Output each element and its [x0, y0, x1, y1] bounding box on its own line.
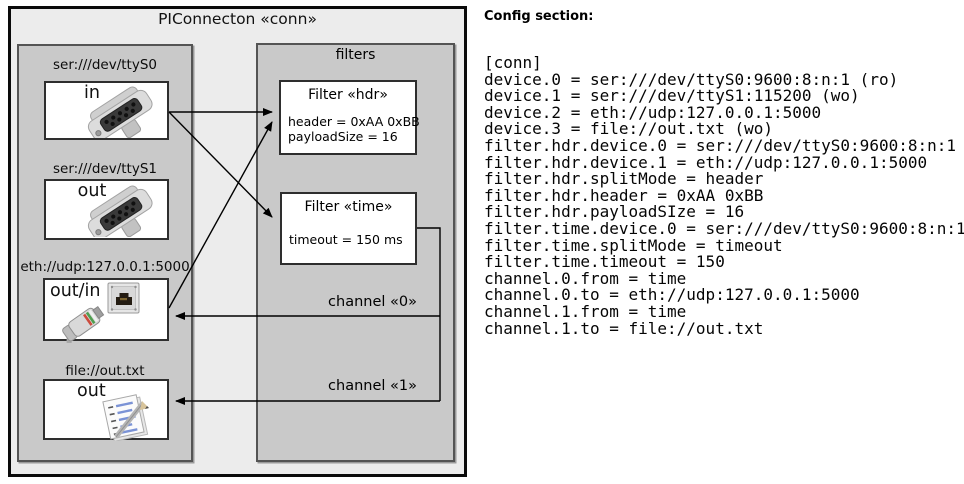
config-line: channel.0.from = time — [484, 268, 687, 288]
serial-db9-connector-icon — [87, 86, 153, 138]
filter-hdr-box: Filter «hdr» header = 0xAA 0xBB payloadS… — [279, 80, 420, 155]
filter-time-box: Filter «time» timeout = 150 ms — [280, 192, 417, 265]
filter-hdr-prop-header: header = 0xAA 0xBB — [288, 114, 420, 129]
config-line: channel.1.from = time — [484, 301, 687, 321]
filters-panel-title: filters — [335, 47, 376, 63]
device-direction: out/in — [50, 281, 101, 301]
config-heading: Config section: — [484, 9, 594, 24]
config-line: device.3 = file://out.txt (wo) — [484, 119, 773, 139]
channel-0-label: channel «0» — [328, 294, 417, 310]
diagram-title: PIConnecton «conn» — [158, 10, 317, 28]
device-label-eth: eth://udp:127.0.0.1:5000 — [20, 259, 190, 275]
config-line: filter.hdr.splitMode = header — [484, 169, 764, 189]
device-box-file: out — [43, 379, 169, 441]
config-line: channel.0.to = eth://udp:127.0.0.1:5000 — [484, 285, 860, 305]
config-line: channel.1.to = file://out.txt — [484, 318, 764, 338]
config-line: filter.time.timeout = 150 — [484, 252, 725, 272]
config-line: device.1 = ser:///dev/ttyS1:115200 (wo) — [484, 86, 860, 106]
filter-time-title: Filter «time» — [304, 199, 393, 215]
config-line: [conn] — [484, 53, 542, 72]
device-direction: out — [77, 181, 107, 201]
config-line: filter.hdr.payloadSIze = 16 — [484, 202, 745, 222]
device-box-ttys1: out — [44, 179, 169, 240]
device-label-file: file://out.txt — [65, 363, 145, 379]
config-section: Config section: [conn] device.0 = ser://… — [484, 8, 964, 338]
filter-hdr-title: Filter «hdr» — [308, 87, 388, 103]
serial-db9-connector-icon — [87, 185, 153, 237]
device-box-eth: out/in — [43, 278, 169, 343]
device-direction: in — [83, 83, 100, 103]
config-line: device.0 = ser:///dev/ttyS0:9600:8:n:1 (… — [484, 69, 899, 89]
config-line: filter.time.splitMode = timeout — [484, 235, 783, 255]
device-label-ttys0: ser:///dev/ttyS0 — [53, 57, 157, 73]
notepad-pencil-icon — [102, 394, 149, 441]
ethernet-plug-icon — [62, 306, 105, 343]
config-line: device.2 = eth://udp:127.0.0.1:5000 — [484, 102, 822, 122]
device-box-ttys0: in — [44, 81, 169, 140]
config-line: filter.hdr.device.0 = ser:///dev/ttyS0:9… — [484, 135, 957, 155]
config-line: filter.hdr.device.1 = eth://udp:127.0.0.… — [484, 152, 928, 172]
filter-time-prop-timeout: timeout = 150 ms — [289, 232, 403, 247]
config-line: filter.time.device.0 = ser:///dev/ttyS0:… — [484, 218, 964, 238]
device-label-ttys1: ser:///dev/ttyS1 — [53, 161, 157, 177]
ethernet-jack-icon — [107, 282, 140, 314]
filter-hdr-prop-payload: payloadSize = 16 — [288, 129, 398, 144]
channel-1-label: channel «1» — [328, 378, 417, 394]
config-line: filter.hdr.header = 0xAA 0xBB — [484, 185, 764, 205]
config-lines: [conn] device.0 = ser:///dev/ttyS0:9600:… — [484, 53, 964, 338]
device-direction: out — [77, 381, 106, 401]
